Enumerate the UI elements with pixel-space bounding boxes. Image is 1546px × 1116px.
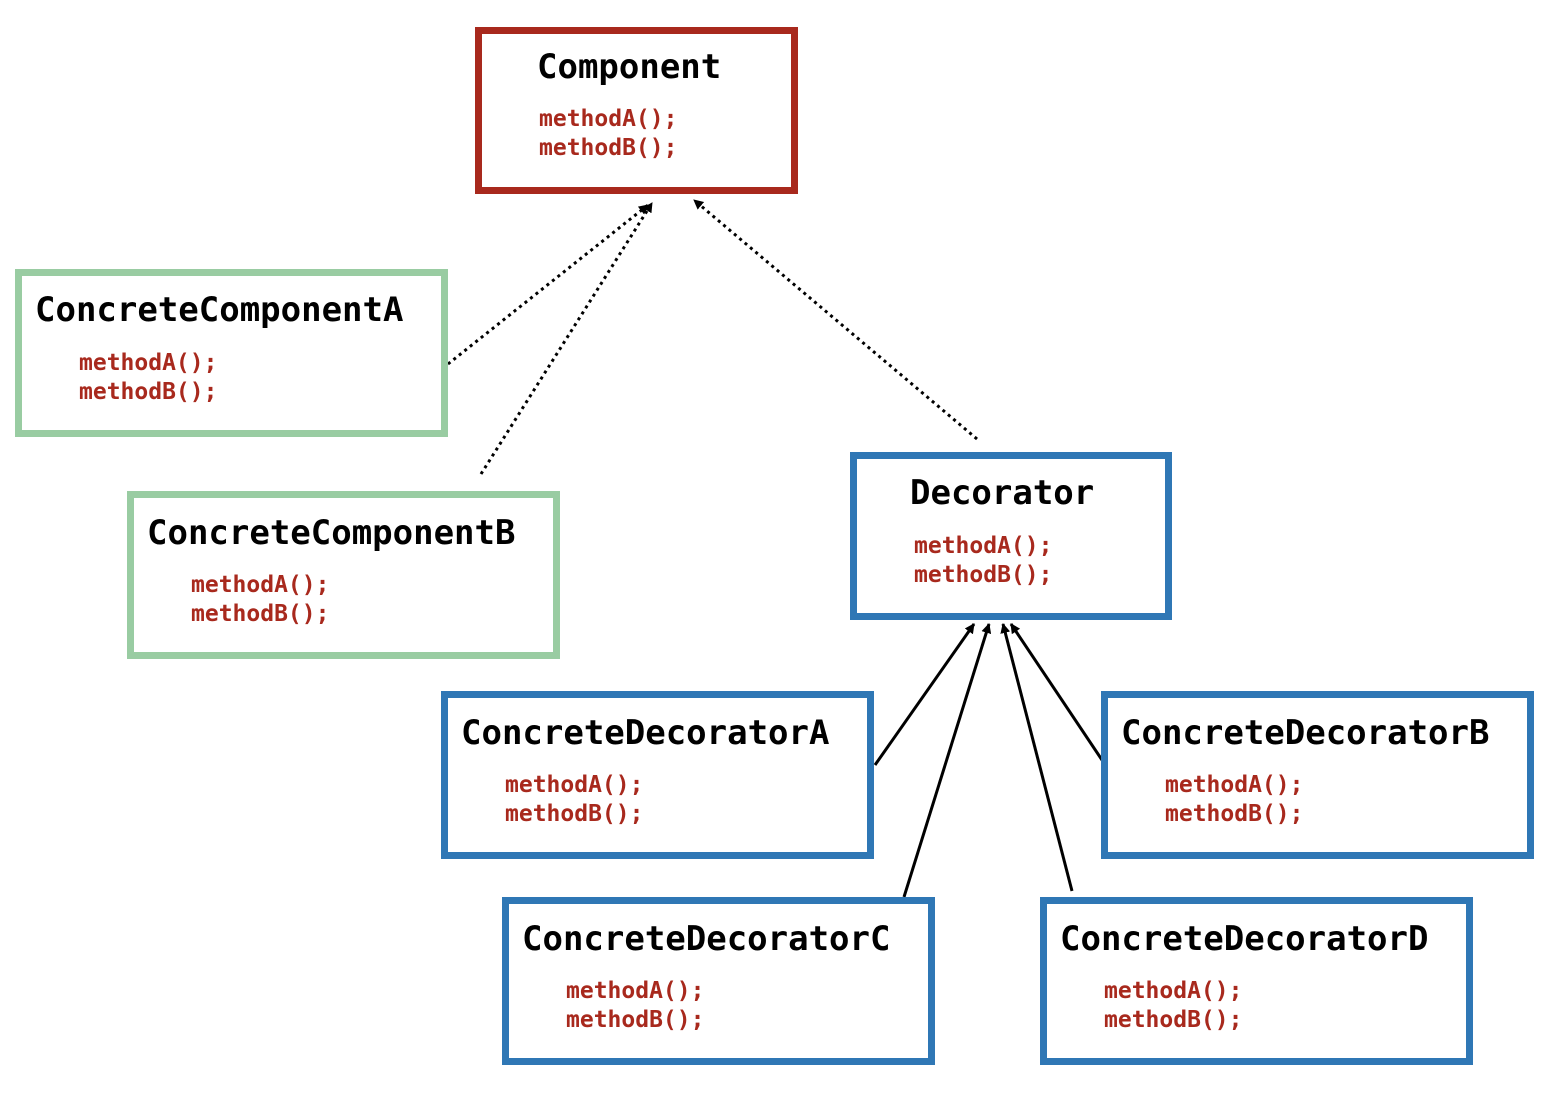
method-b: methodB();	[79, 379, 218, 405]
decorator-methods: methodA(); methodB();	[914, 532, 1052, 590]
method-b: methodB();	[539, 135, 678, 161]
concrete-decorator-c-node: ConcreteDecoratorC methodA(); methodB();	[502, 897, 935, 1065]
concrete-decorator-c-methods: methodA(); methodB();	[566, 977, 704, 1035]
method-b: methodB();	[566, 1007, 705, 1033]
edge-concrete-decorator-b-to-decorator	[1009, 623, 1106, 764]
method-a: methodA();	[539, 106, 678, 132]
concrete-decorator-b-methods: methodA(); methodB();	[1165, 771, 1303, 829]
method-b: methodB();	[914, 562, 1053, 588]
edge-concrete-decorator-d-to-decorator	[1000, 623, 1074, 892]
method-b: methodB();	[1104, 1007, 1243, 1033]
edge-concrete-decorator-a-to-decorator	[873, 623, 976, 766]
edge-concrete-component-a-to-component	[447, 203, 649, 366]
method-a: methodA();	[914, 533, 1053, 559]
concrete-decorator-a-title: ConcreteDecoratorA	[461, 713, 830, 753]
decorator-title: Decorator	[910, 473, 1095, 513]
method-b: methodB();	[191, 601, 330, 627]
concrete-decorator-d-title: ConcreteDecoratorD	[1060, 919, 1429, 959]
edge-concrete-decorator-c-to-decorator	[902, 623, 992, 898]
concrete-component-b-title: ConcreteComponentB	[147, 513, 516, 553]
method-a: methodA();	[191, 572, 330, 598]
concrete-decorator-a-methods: methodA(); methodB();	[505, 771, 643, 829]
method-a: methodA();	[1165, 772, 1304, 798]
method-b: methodB();	[505, 801, 644, 827]
concrete-decorator-c-title: ConcreteDecoratorC	[522, 919, 891, 959]
concrete-component-a-title: ConcreteComponentA	[35, 290, 404, 330]
method-b: methodB();	[1165, 801, 1304, 827]
component-node: Component methodA(); methodB();	[475, 27, 798, 194]
concrete-component-b-methods: methodA(); methodB();	[191, 571, 329, 629]
method-a: methodA();	[566, 978, 705, 1004]
concrete-decorator-b-node: ConcreteDecoratorB methodA(); methodB();	[1101, 691, 1534, 859]
concrete-component-a-methods: methodA(); methodB();	[79, 349, 217, 407]
method-a: methodA();	[1104, 978, 1243, 1004]
component-title: Component	[537, 47, 722, 87]
concrete-decorator-a-node: ConcreteDecoratorA methodA(); methodB();	[441, 691, 874, 859]
method-a: methodA();	[505, 772, 644, 798]
concrete-decorator-d-node: ConcreteDecoratorD methodA(); methodB();	[1040, 897, 1473, 1065]
concrete-decorator-b-title: ConcreteDecoratorB	[1121, 713, 1490, 753]
concrete-component-a-node: ConcreteComponentA methodA(); methodB();	[15, 269, 448, 437]
method-a: methodA();	[79, 350, 218, 376]
concrete-component-b-node: ConcreteComponentB methodA(); methodB();	[127, 491, 560, 659]
concrete-decorator-d-methods: methodA(); methodB();	[1104, 977, 1242, 1035]
decorator-node: Decorator methodA(); methodB();	[850, 452, 1172, 620]
edge-decorator-to-component	[693, 198, 978, 441]
component-methods: methodA(); methodB();	[539, 105, 677, 163]
edge-concrete-component-b-to-component	[479, 202, 654, 475]
